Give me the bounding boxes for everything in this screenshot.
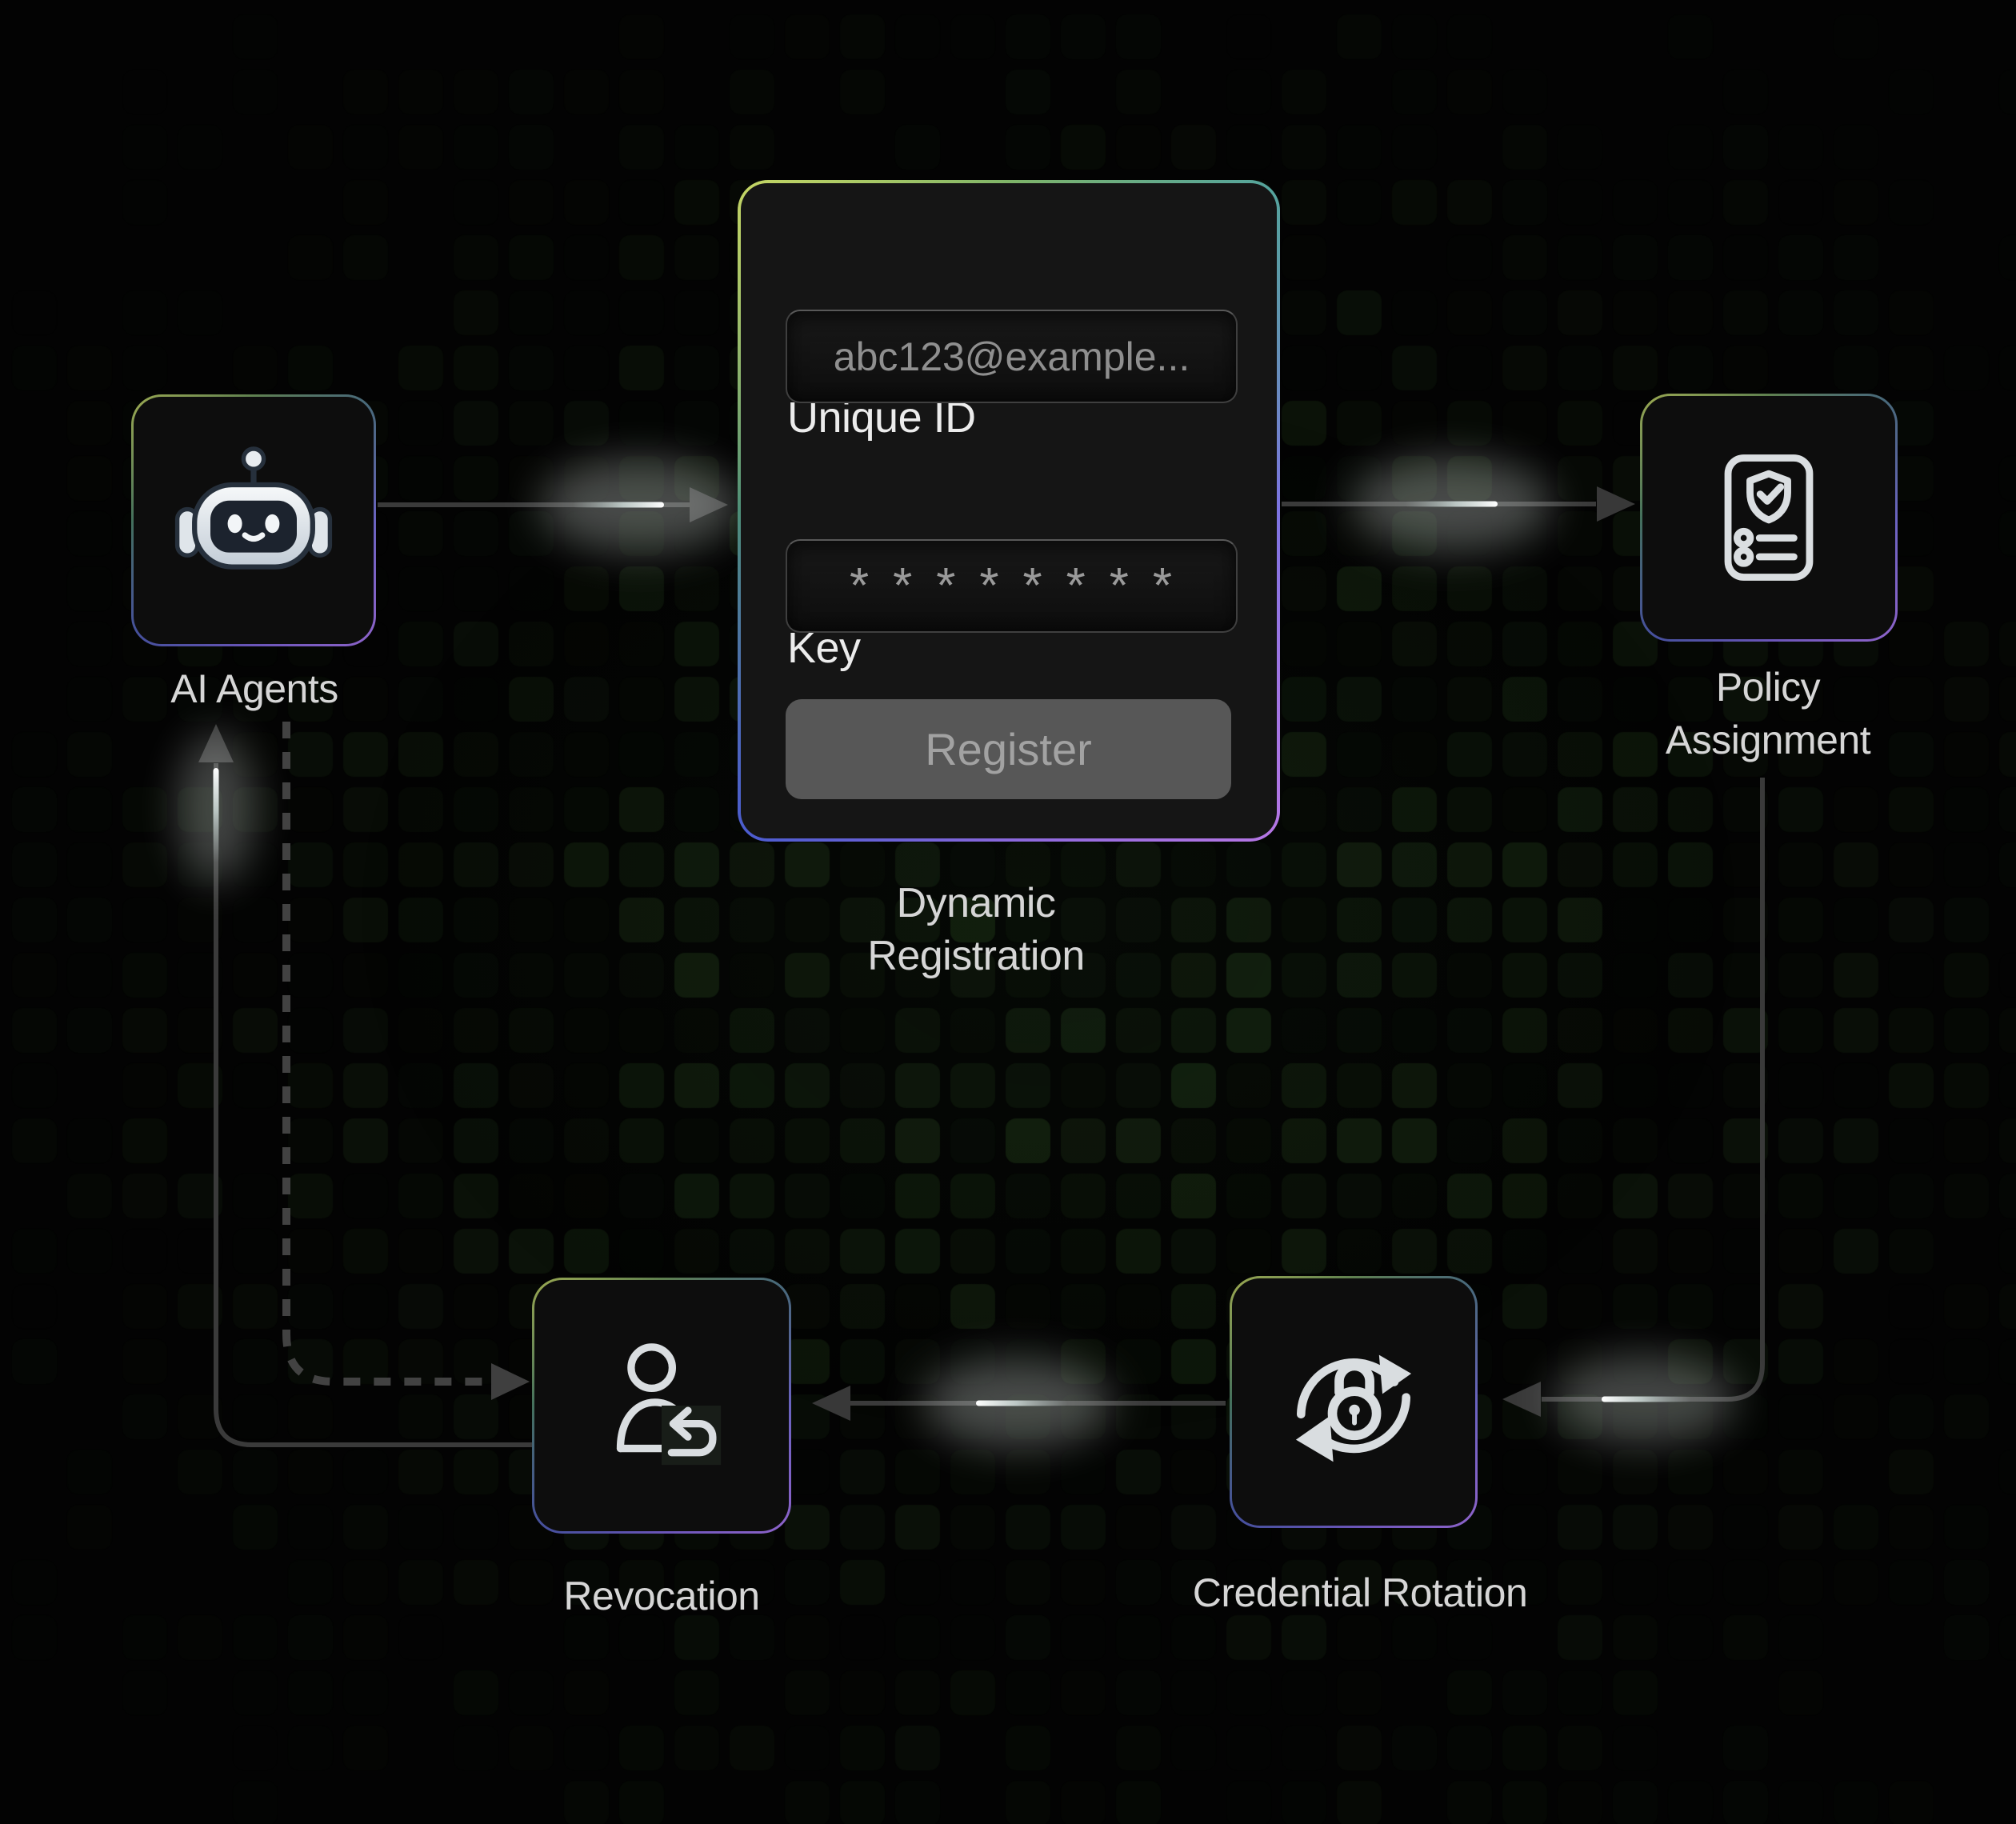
policy-label-line2: Assignment [1665, 718, 1871, 762]
policy-document-shield-icon [1724, 454, 1814, 581]
arrow-ai-to-registration [378, 458, 740, 551]
credential-rotation-label: Credential Rotation [1192, 1570, 1528, 1615]
arrow-credential-to-revocation [812, 1359, 1226, 1447]
ai-agents-node [131, 394, 376, 646]
arrow-policy-to-credential [1502, 778, 1765, 1443]
user-revoke-icon [616, 1343, 722, 1466]
policy-label-line1: Policy [1715, 665, 1821, 710]
register-button[interactable]: Register [786, 699, 1231, 799]
unique-id-input[interactable] [786, 310, 1238, 403]
dynamic-registration-caption: Dynamic Registration [867, 880, 1085, 979]
robot-icon [174, 446, 333, 570]
revocation-label: Revocation [563, 1574, 760, 1618]
arrow-revocation-to-ai [178, 724, 533, 1447]
arrow-registration-to-policy [1282, 458, 1635, 550]
ai-agents-label: AI Agents [170, 666, 338, 711]
registration-form-card: Unique ID Key Register [738, 180, 1280, 842]
credential-rotation-node [1230, 1276, 1478, 1528]
policy-assignment-node [1640, 394, 1898, 642]
arrow-ai-to-revocation-dashed [282, 722, 530, 1400]
revocation-node [532, 1278, 791, 1534]
key-input[interactable] [786, 539, 1238, 633]
lock-rotation-icon [1295, 1354, 1412, 1462]
